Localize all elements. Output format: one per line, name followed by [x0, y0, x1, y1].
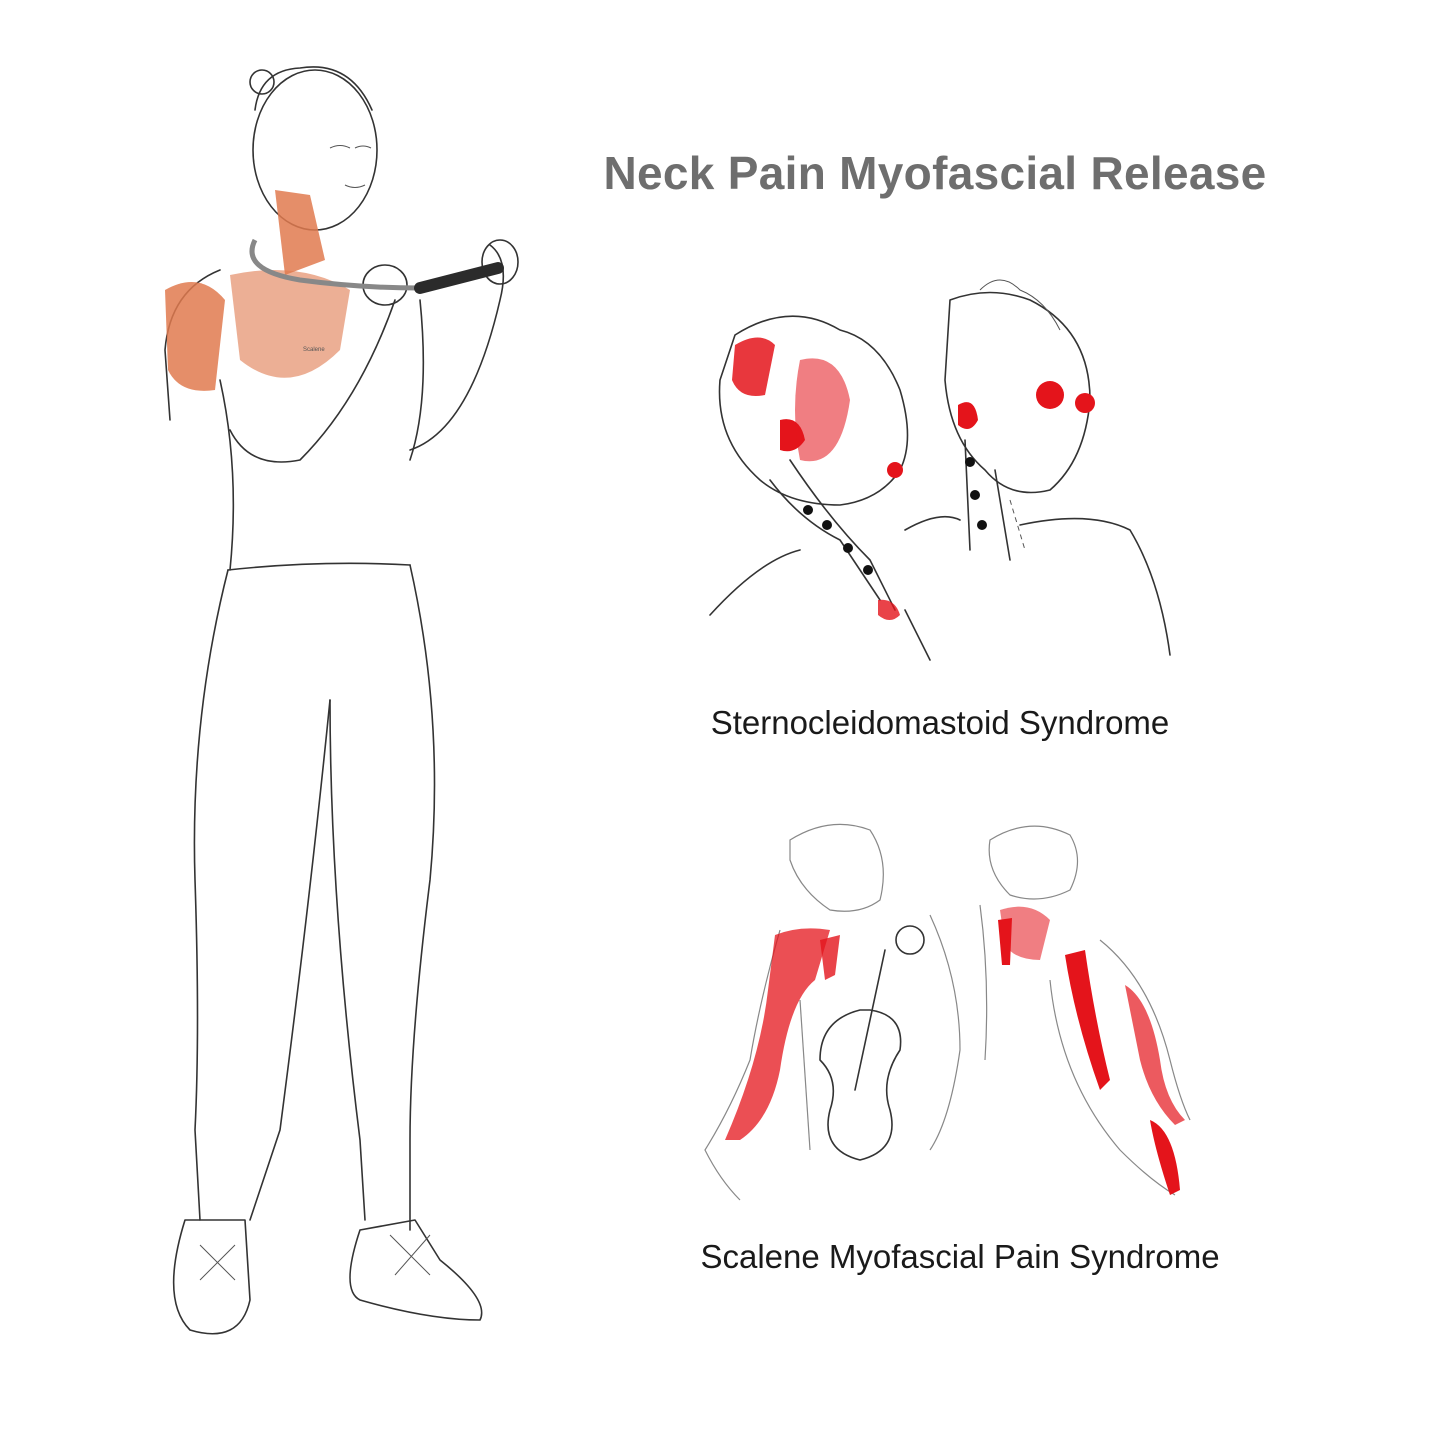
scalene-caption: Scalene Myofascial Pain Syndrome	[700, 1238, 1220, 1275]
muscle-label: Scalene	[303, 347, 325, 353]
sternocleidomastoid-caption: Sternocleidomastoid Syndrome	[710, 704, 1170, 741]
page-title: Neck Pain Myofascial Release	[603, 147, 1267, 199]
